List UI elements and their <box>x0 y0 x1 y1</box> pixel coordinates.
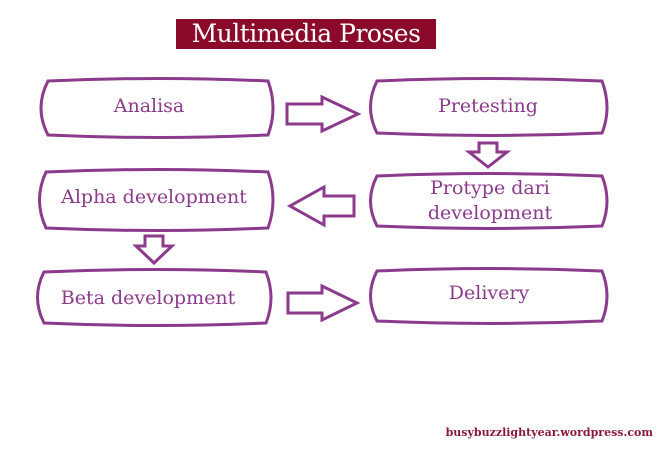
diagram-title: Multimedia Proses <box>176 19 436 49</box>
node-label-pretesting: Pretesting <box>438 95 538 117</box>
arrow-right-icon <box>285 94 362 134</box>
node-box-pretesting <box>369 77 609 137</box>
node-label-delivery: Delivery <box>449 282 530 304</box>
node-label-protype-line2: development <box>428 202 553 224</box>
node-box-beta <box>36 268 273 327</box>
node-box-analisa <box>39 77 275 139</box>
node-box-protype <box>369 172 609 230</box>
node-label-beta: Beta development <box>61 287 236 309</box>
arrow-left-icon <box>286 184 356 228</box>
arrow-right-icon <box>286 283 361 323</box>
node-label-protype-line1: Protype dari <box>430 177 550 199</box>
arrow-down-icon <box>132 234 176 266</box>
arrow-down-icon <box>464 141 512 169</box>
node-box-alpha <box>38 168 275 232</box>
node-box-delivery <box>369 267 609 325</box>
node-label-alpha: Alpha development <box>60 186 247 208</box>
footer-credit: busybuzzlightyear.wordpress.com <box>445 426 653 439</box>
node-label-analisa: Analisa <box>113 95 185 117</box>
